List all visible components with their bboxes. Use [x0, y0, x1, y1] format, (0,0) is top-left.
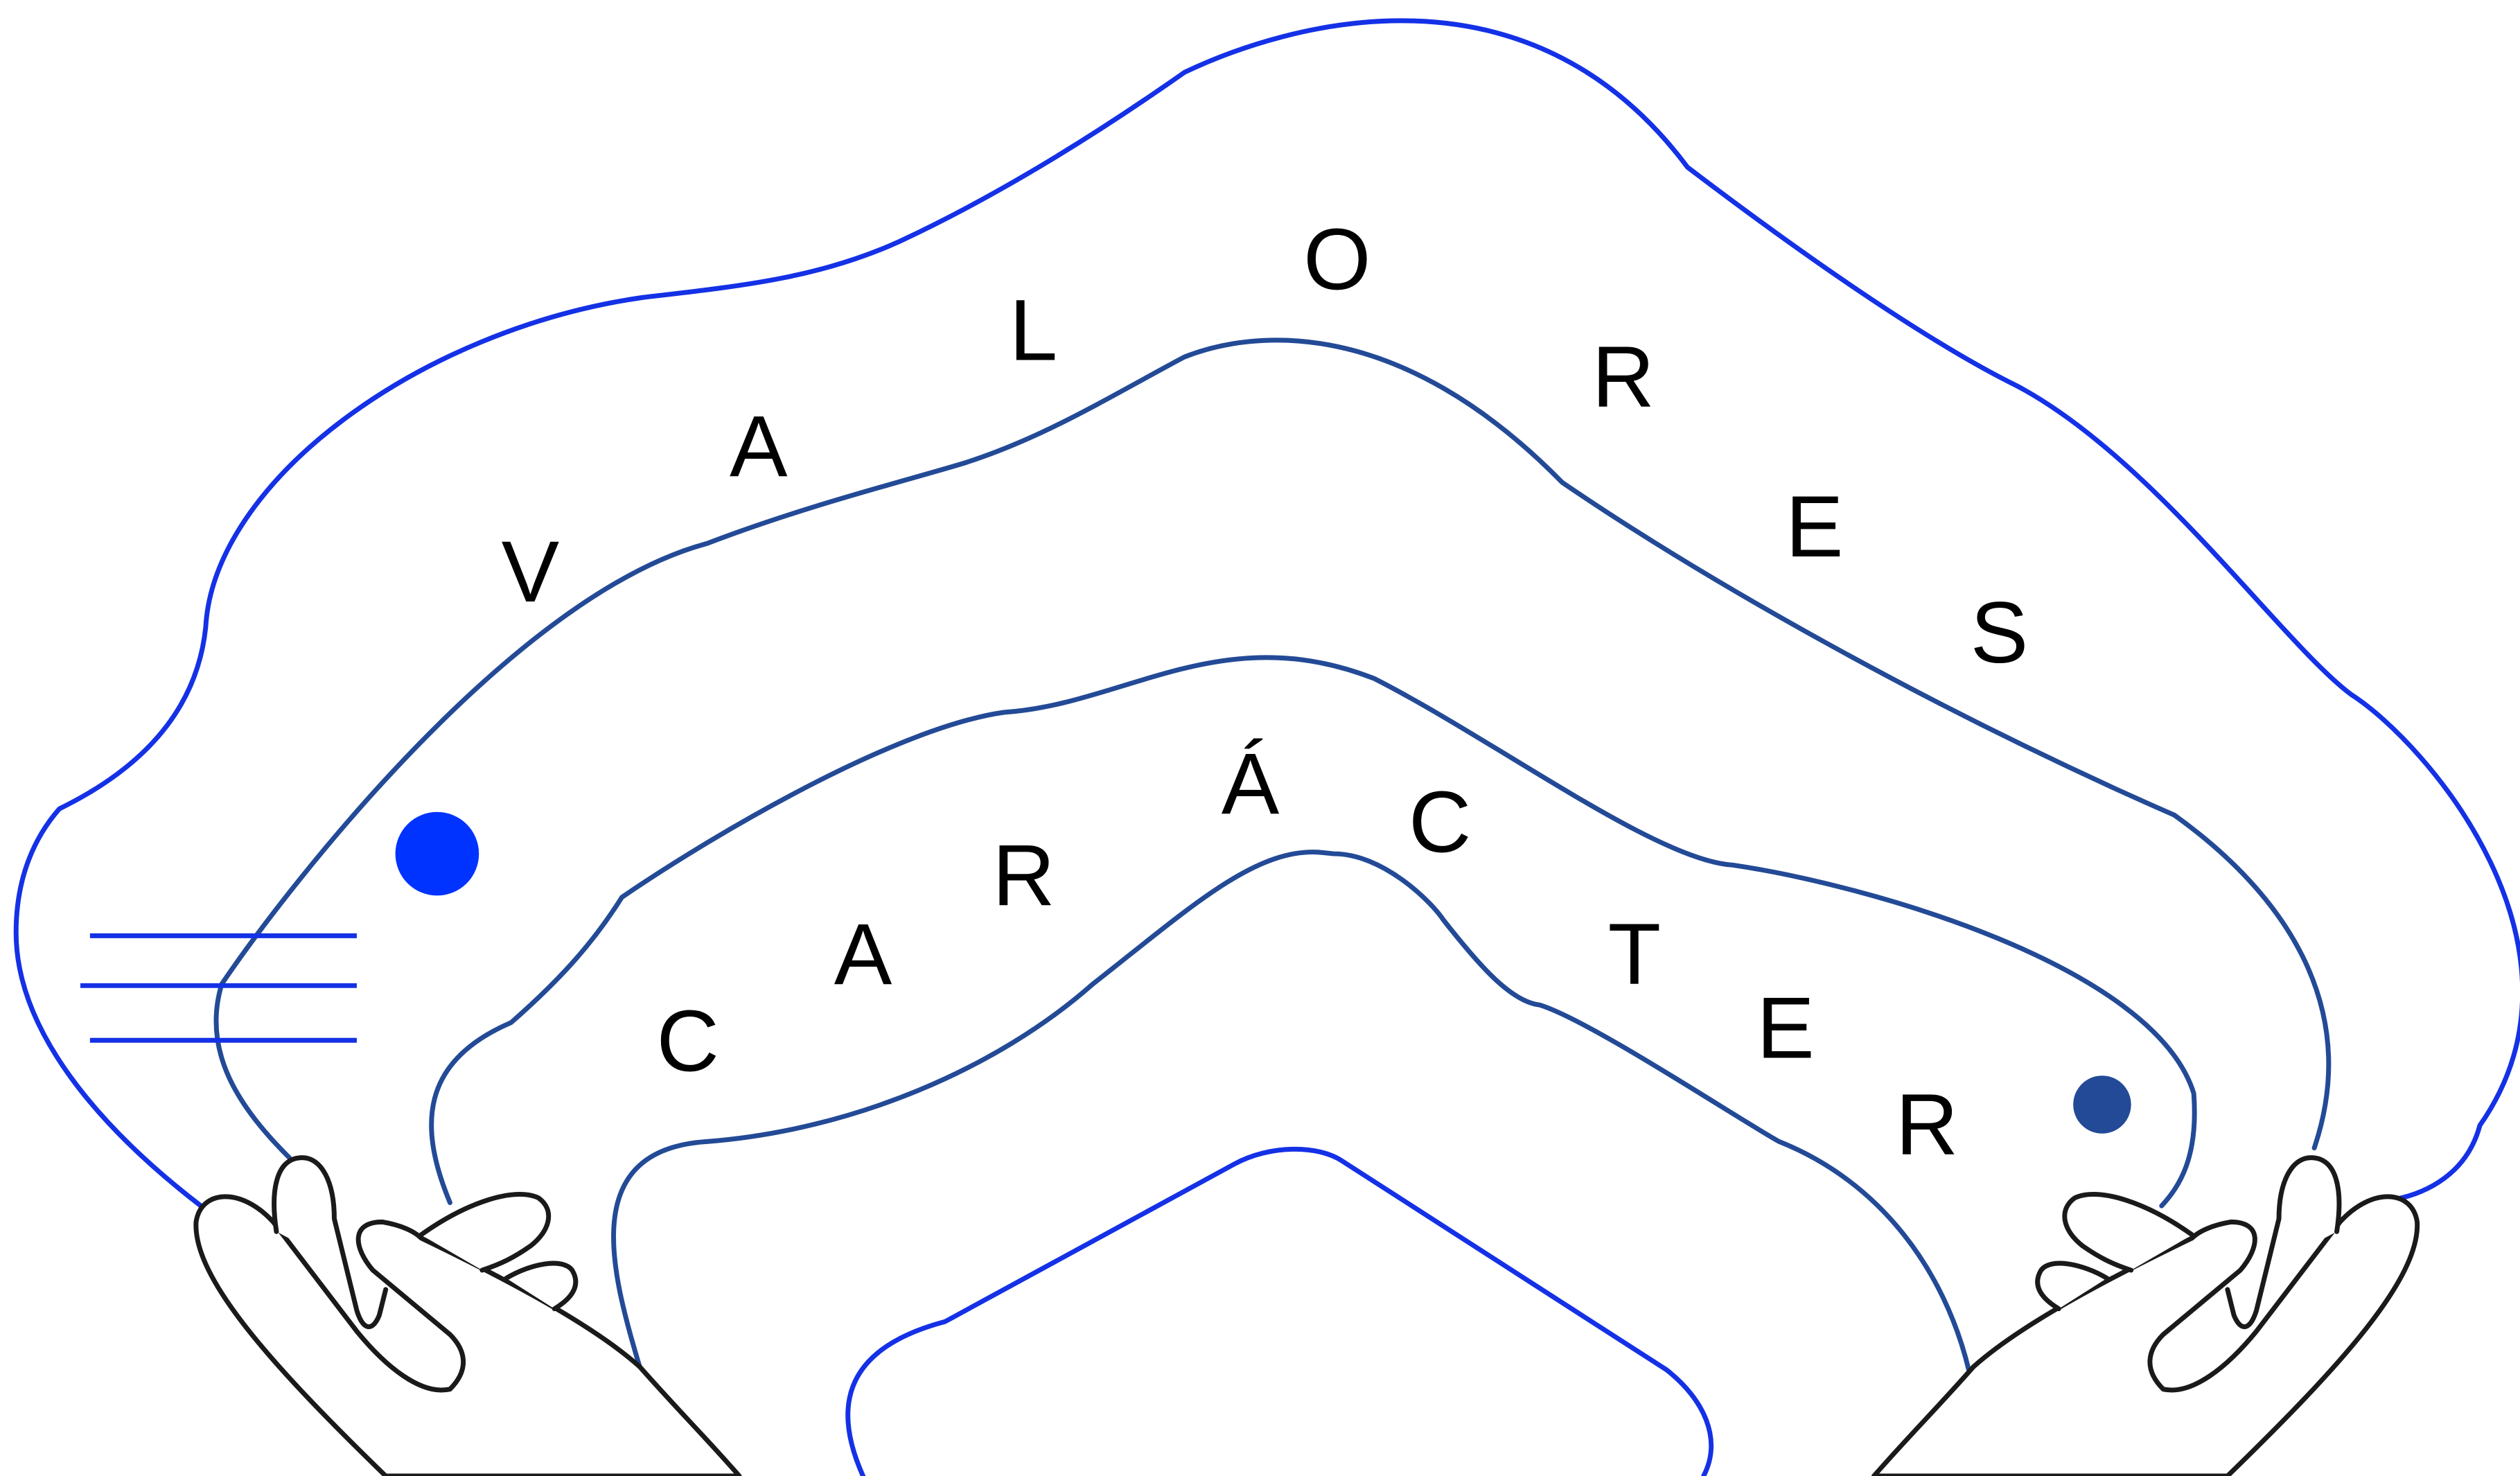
caracter-letter: T	[1608, 906, 1662, 1003]
innermost-layer-outline	[845, 1146, 1714, 1476]
inner-layer-outline	[429, 655, 2197, 1209]
right-hand-finger	[2062, 1191, 2195, 1273]
fourth-layer-outline	[611, 850, 1971, 1373]
outer-layer-outline	[13, 18, 2520, 1209]
valores-letter: R	[1592, 328, 1654, 425]
left-dot-icon	[395, 811, 479, 896]
valores-letter: E	[1786, 478, 1844, 575]
word-caracter: C A R Á C T E R	[657, 735, 1959, 1173]
caracter-letter: C	[1409, 774, 1471, 871]
word-valores: V A L O R E S	[502, 211, 2029, 681]
right-hand-icon	[1871, 1155, 2420, 1476]
right-hand-palm	[1871, 1194, 2420, 1476]
right-hand-finger	[2035, 1260, 2110, 1312]
right-hand-thumb	[2225, 1155, 2342, 1329]
valores-letter: A	[730, 398, 788, 495]
valores-letter: L	[1010, 282, 1058, 379]
caracter-letter: R	[992, 827, 1055, 924]
left-hand-thumb	[272, 1155, 389, 1329]
caracter-letter: E	[1756, 980, 1815, 1077]
valores-letter: O	[1303, 211, 1371, 308]
caracter-letter: A	[834, 906, 892, 1003]
middle-layer-outline	[213, 337, 2332, 1161]
caracter-letter: R	[1896, 1076, 1958, 1173]
caracter-letter: Á	[1222, 735, 1280, 832]
speed-lines-icon	[80, 933, 357, 1043]
left-hand-finger	[504, 1260, 579, 1312]
caracter-letter: C	[657, 992, 719, 1089]
valores-letter: S	[1971, 584, 2029, 681]
left-hand-icon	[193, 1155, 742, 1476]
left-hand-finger	[418, 1191, 552, 1273]
right-dot-icon	[2073, 1075, 2131, 1134]
left-hand-palm	[193, 1194, 742, 1476]
valores-letter: V	[502, 523, 560, 620]
